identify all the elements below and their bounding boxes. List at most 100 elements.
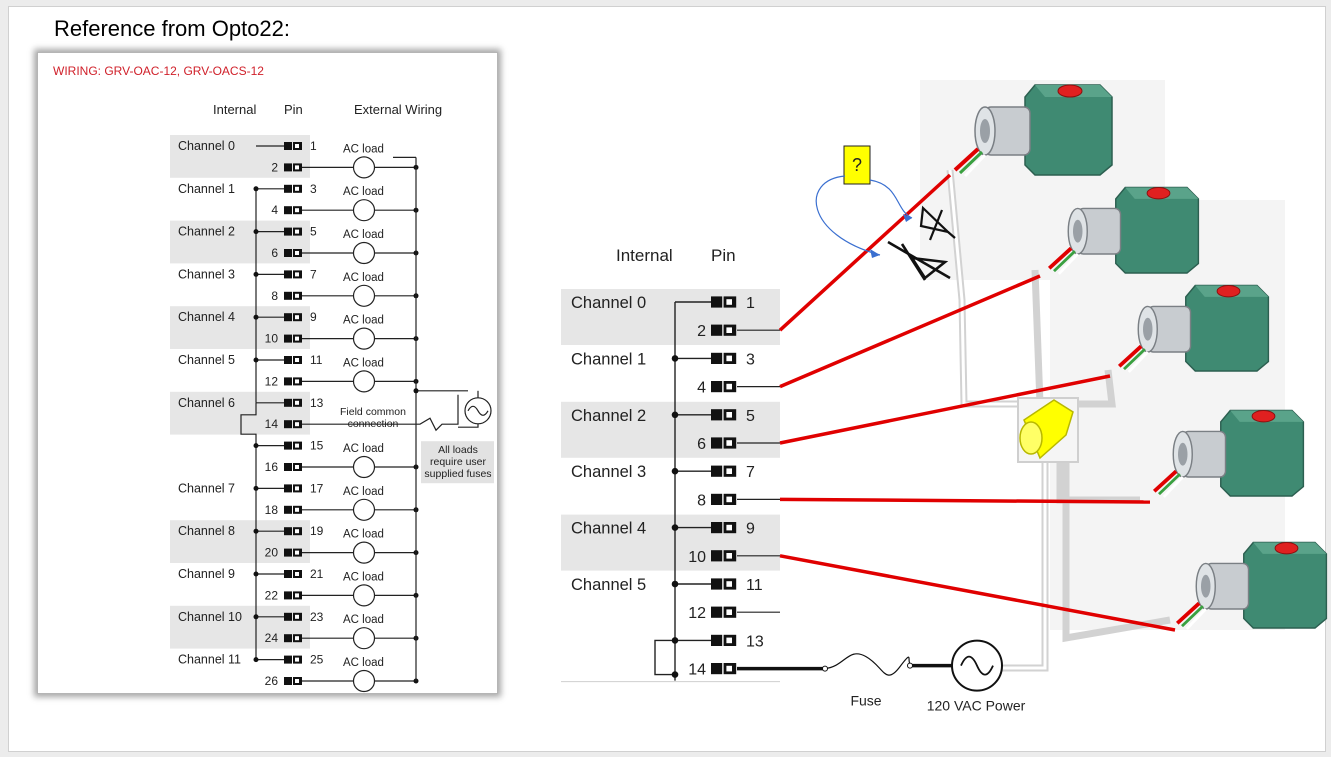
ref-pin-terminal-icon xyxy=(284,634,302,643)
terminal-hole xyxy=(295,572,299,576)
ref-pin-number: 24 xyxy=(265,631,279,645)
fuse-terminal xyxy=(907,662,913,669)
ref-pin-number: 11 xyxy=(310,353,323,367)
terminal-block xyxy=(284,291,292,300)
terminal-block xyxy=(711,578,723,590)
terminal-block xyxy=(284,313,292,322)
ref-channel-label: Channel 5 xyxy=(178,353,235,367)
ref-pin-terminal-icon xyxy=(284,270,302,279)
pin-terminal-icon xyxy=(711,352,737,364)
ref-junction-dot xyxy=(253,443,259,449)
terminal-hole xyxy=(726,581,732,587)
ref-pin-number: 21 xyxy=(310,567,324,581)
pin-terminal-icon xyxy=(711,409,737,421)
ref-pin-terminal-icon xyxy=(284,163,302,172)
ref-pin-number: 20 xyxy=(265,546,279,560)
pin-number: 9 xyxy=(746,521,755,538)
fuse-terminal xyxy=(822,665,828,672)
terminal-hole xyxy=(726,524,732,531)
terminal-block xyxy=(284,570,292,578)
question-mark: ? xyxy=(852,155,862,175)
terminal-hole xyxy=(295,315,299,320)
ref-pin-number: 13 xyxy=(310,396,324,410)
pin-terminal-icon xyxy=(711,578,737,590)
valve-lead xyxy=(1117,344,1143,368)
terminal-block xyxy=(284,505,292,514)
col-internal: Internal xyxy=(616,246,673,265)
ref-pin-number: 18 xyxy=(265,503,279,517)
pointer-arrow xyxy=(815,175,881,256)
terminal-block xyxy=(284,463,292,471)
terminal-block xyxy=(284,441,292,450)
terminal-hole xyxy=(295,229,299,234)
pin-number: 4 xyxy=(697,380,706,397)
ref-load-label: AC load xyxy=(343,657,384,669)
terminal-block xyxy=(284,270,292,279)
pin-number: 3 xyxy=(746,351,755,368)
pin-number: 11 xyxy=(746,577,763,594)
terminal-hole xyxy=(295,422,299,427)
pin-terminal-icon xyxy=(711,634,737,646)
ref-pin-terminal-icon xyxy=(284,313,302,322)
ref-load-label: AC load xyxy=(343,529,384,541)
diode-lead xyxy=(947,231,956,239)
terminal-hole xyxy=(295,465,299,469)
terminal-block xyxy=(284,398,292,407)
terminal-hole xyxy=(726,637,732,644)
terminal-block xyxy=(284,334,292,343)
ac-load-icon xyxy=(352,370,376,393)
pin-number: 13 xyxy=(746,633,764,650)
hot-wire-ch0 xyxy=(778,173,952,332)
ref-junction-dot xyxy=(253,614,259,620)
ref-pin-number: 17 xyxy=(310,481,324,495)
junction-dot xyxy=(671,637,679,644)
terminal-block xyxy=(711,465,723,477)
valve-button xyxy=(1274,542,1299,555)
ref-pin-number: 16 xyxy=(265,460,279,474)
valve-body xyxy=(1115,186,1200,274)
hot-wire-ch2 xyxy=(779,374,1111,445)
ref-junction-dot xyxy=(413,388,419,394)
terminal-block xyxy=(284,206,292,215)
valve-lead xyxy=(1127,351,1149,373)
junction-dot xyxy=(671,355,679,362)
ref-junction-dot xyxy=(253,229,259,235)
pointer-arrow xyxy=(869,179,913,219)
ref-pin-number: 10 xyxy=(265,332,279,346)
terminal-hole xyxy=(726,412,732,418)
ref-pin-terminal-icon xyxy=(284,249,302,257)
ac-load-icon xyxy=(352,327,376,350)
terminal-hole xyxy=(726,383,732,390)
terminal-hole xyxy=(295,272,299,277)
ref-load-label: AC load xyxy=(343,186,384,198)
ref-pin-number: 5 xyxy=(310,225,317,239)
terminal-block xyxy=(284,484,292,493)
terminal-hole xyxy=(295,379,299,384)
solenoid-valve-icon xyxy=(1152,409,1305,498)
ref-pin-number: 3 xyxy=(310,182,317,196)
ref-col-pin: Pin xyxy=(284,102,303,117)
terminal-hole xyxy=(295,614,299,619)
ref-pin-terminal-icon xyxy=(284,377,302,386)
terminal-block xyxy=(284,612,292,621)
pin-terminal-icon xyxy=(711,606,737,618)
fuse-icon xyxy=(824,653,913,676)
ref-col-external: External Wiring xyxy=(354,102,442,117)
fuse-label: Fuse xyxy=(850,693,881,709)
ref-col-internal: Internal xyxy=(213,102,256,117)
pin-number: 12 xyxy=(688,605,706,622)
diode-bar xyxy=(900,243,927,281)
valve-port xyxy=(1143,317,1153,341)
ac-load-icon xyxy=(352,241,376,265)
terminal-hole xyxy=(295,400,299,405)
terminal-block xyxy=(711,634,723,646)
ac-load-icon xyxy=(352,498,376,521)
ref-channel-label: Channel 6 xyxy=(178,396,235,410)
terminal-block xyxy=(711,493,723,505)
pin-number: 10 xyxy=(688,549,706,566)
ref-load-label: AC load xyxy=(343,357,384,369)
valve-body xyxy=(1024,84,1113,176)
valve-lead xyxy=(1057,253,1079,275)
junction-dot xyxy=(671,411,679,419)
